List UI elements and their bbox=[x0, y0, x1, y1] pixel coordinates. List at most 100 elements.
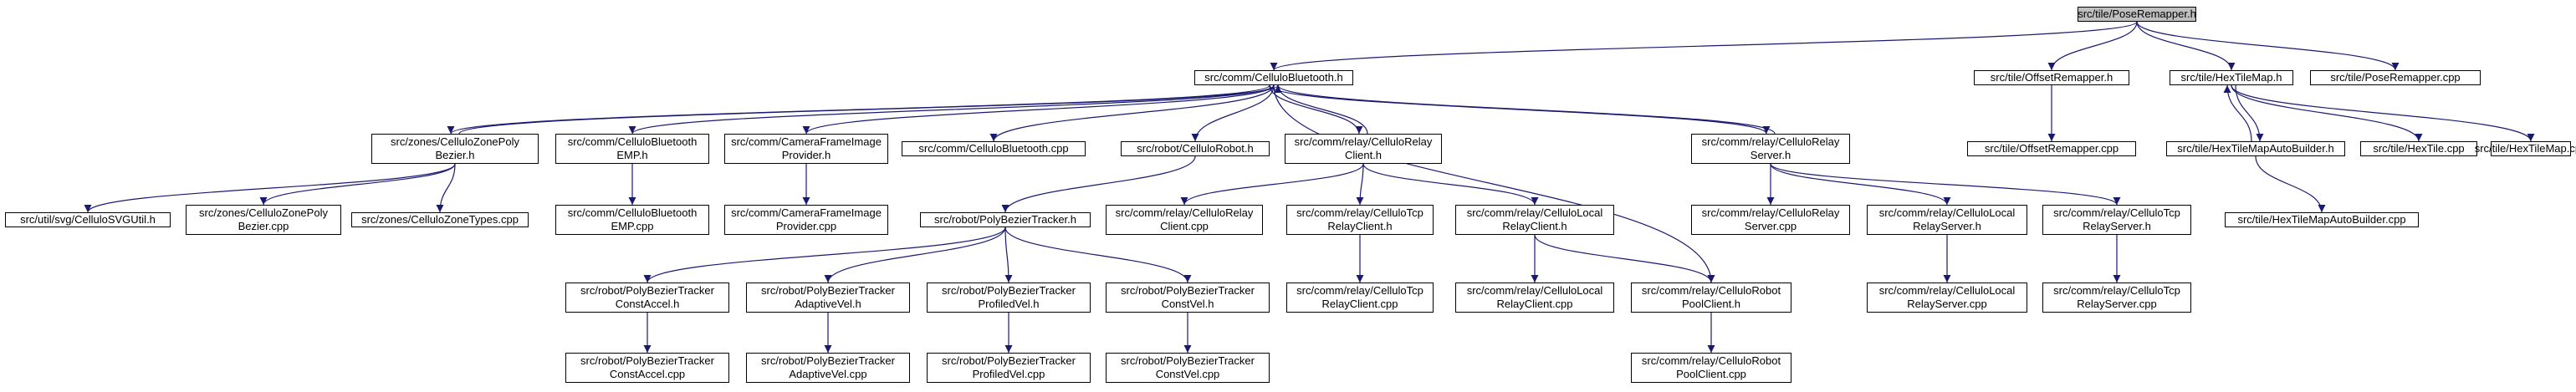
edge-hex-tile-map-auto-builder-h-to-hex-tile-map-h bbox=[2223, 84, 2252, 142]
node-cellulo-bluetooth-cpp[interactable]: src/comm/CelluloBluetooth.cpp bbox=[902, 141, 1086, 156]
node-cellulo-robot-pool-client-cpp[interactable]: src/comm/relay/CelluloRobot PoolClient.c… bbox=[1631, 353, 1791, 383]
node-offset-remapper-h[interactable]: src/tile/OffsetRemapper.h bbox=[1974, 70, 2129, 85]
node-label: src/comm/CelluloBluetooth.h bbox=[1204, 71, 1343, 84]
node-cellulo-robot-pool-client-h[interactable]: src/comm/relay/CelluloRobot PoolClient.h bbox=[1631, 283, 1791, 313]
node-label-line-1: src/comm/relay/CelluloTcp bbox=[2053, 206, 2180, 219]
node-offset-remapper-cpp[interactable]: src/tile/OffsetRemapper.cpp bbox=[1967, 141, 2136, 156]
node-label-line-1: src/comm/relay/CelluloRobot bbox=[1641, 284, 1781, 297]
node-cellulo-tcp-relay-server-h[interactable]: src/comm/relay/CelluloTcp RelayServer.h bbox=[2042, 205, 2191, 235]
node-tracker-const-vel-cpp[interactable]: src/robot/PolyBezierTracker ConstVel.cpp bbox=[1106, 353, 1270, 383]
edge-hex-tile-map-h-to-hex-tile-map-cpp bbox=[2231, 84, 2535, 142]
node-cellulo-svg-util-h[interactable]: src/util/svg/CelluloSVGUtil.h bbox=[5, 212, 171, 227]
node-label-line-2: RelayClient.cpp bbox=[1496, 298, 1573, 310]
node-tracker-adaptive-vel-cpp[interactable]: src/robot/PolyBezierTracker AdaptiveVel.… bbox=[746, 353, 910, 383]
node-tracker-adaptive-vel-h[interactable]: src/robot/PolyBezierTracker AdaptiveVel.… bbox=[746, 283, 910, 313]
node-label: src/tile/HexTileMap.h bbox=[2180, 71, 2282, 84]
edge-cellulo-relay-client-h-to-cellulo-relay-client-cpp bbox=[1180, 163, 1364, 206]
node-tracker-const-vel-h[interactable]: src/robot/PolyBezierTracker ConstVel.h bbox=[1106, 283, 1270, 313]
node-cellulo-relay-client-h[interactable]: src/comm/relay/CelluloRelay Client.h bbox=[1285, 134, 1442, 164]
node-label-line-2: RelayClient.cpp bbox=[1321, 298, 1398, 310]
edge-poly-bezier-tracker-h-to-tracker-const-accel-h bbox=[643, 227, 1006, 283]
edge-pose-remapper-h-to-offset-remapper-h bbox=[2047, 21, 2138, 71]
node-label-line-1: src/comm/CelluloBluetooth bbox=[567, 206, 698, 219]
node-label: src/tile/PoseRemapper.h bbox=[2078, 8, 2196, 20]
node-cellulo-bluetooth-emp-h[interactable]: src/comm/CelluloBluetooth EMP.h bbox=[555, 134, 709, 164]
node-cellulo-tcp-relay-server-cpp[interactable]: src/comm/relay/CelluloTcp RelayServer.cp… bbox=[2042, 283, 2191, 313]
node-cellulo-local-relay-client-h[interactable]: src/comm/relay/CelluloLocal RelayClient.… bbox=[1455, 205, 1614, 235]
node-cellulo-zone-poly-bezier-h[interactable]: src/zones/CelluloZonePoly Bezier.h bbox=[371, 134, 539, 164]
node-tracker-profiled-vel-h[interactable]: src/robot/PolyBezierTracker ProfiledVel.… bbox=[927, 283, 1091, 313]
node-label-line-1: src/robot/PolyBezierTracker bbox=[942, 354, 1076, 367]
node-cellulo-relay-server-h[interactable]: src/comm/relay/CelluloRelay Server.h bbox=[1691, 134, 1850, 164]
node-label-line-1: src/comm/relay/CelluloRelay bbox=[1701, 206, 1840, 219]
node-label: src/tile/PoseRemapper.cpp bbox=[2330, 71, 2461, 84]
node-poly-bezier-tracker-h[interactable]: src/robot/PolyBezierTracker.h bbox=[920, 212, 1091, 227]
node-label: src/tile/OffsetRemapper.cpp bbox=[1984, 142, 2119, 155]
node-cellulo-bluetooth-emp-cpp[interactable]: src/comm/CelluloBluetooth EMP.cpp bbox=[555, 205, 709, 235]
node-cellulo-zone-types-cpp[interactable]: src/zones/CelluloZoneTypes.cpp bbox=[351, 212, 529, 227]
node-label-line-1: src/zones/CelluloZonePoly bbox=[199, 206, 328, 219]
edge-cellulo-relay-client-h-to-cellulo-local-relay-client-h bbox=[1362, 163, 1539, 206]
node-label-line-1: src/robot/PolyBezierTracker bbox=[1121, 354, 1255, 367]
node-label-line-2: ProfiledVel.cpp bbox=[972, 368, 1045, 380]
node-tracker-const-accel-h[interactable]: src/robot/PolyBezierTracker ConstAccel.h bbox=[565, 283, 729, 313]
node-camera-frame-image-provider-h[interactable]: src/comm/CameraFrameImage Provider.h bbox=[724, 134, 888, 164]
edge-poly-bezier-tracker-h-to-tracker-adaptive-vel-h bbox=[824, 227, 1006, 283]
node-label-line-1: src/comm/CameraFrameImage bbox=[731, 206, 882, 219]
node-label-line-1: src/robot/PolyBezierTracker bbox=[580, 284, 714, 297]
edge-cellulo-zone-poly-bezier-h-to-cellulo-svg-util-h bbox=[84, 163, 456, 213]
node-cellulo-tcp-relay-client-h[interactable]: src/comm/relay/CelluloTcp RelayClient.h bbox=[1286, 205, 1434, 235]
node-pose-remapper-h[interactable]: src/tile/PoseRemapper.h bbox=[2078, 7, 2196, 22]
node-label-line-1: src/robot/PolyBezierTracker bbox=[1121, 284, 1255, 297]
node-label-line-2: Client.h bbox=[1344, 149, 1383, 161]
edge-cellulo-local-relay-client-h-to-cellulo-robot-pool-client-h bbox=[1534, 234, 1715, 283]
node-label: src/tile/HexTile.cpp bbox=[2373, 142, 2465, 155]
node-hex-tile-map-auto-builder-cpp[interactable]: src/tile/HexTileMapAutoBuilder.cpp bbox=[2225, 212, 2419, 227]
node-label-line-2: Server.h bbox=[1750, 149, 1791, 161]
node-label-line-1: src/comm/relay/CelluloRelay bbox=[1294, 135, 1433, 148]
node-hex-tile-cpp[interactable]: src/tile/HexTile.cpp bbox=[2360, 141, 2477, 156]
node-label-line-1: src/comm/CameraFrameImage bbox=[731, 135, 882, 148]
node-tracker-profiled-vel-cpp[interactable]: src/robot/PolyBezierTracker ProfiledVel.… bbox=[927, 353, 1091, 383]
node-tracker-const-accel-cpp[interactable]: src/robot/PolyBezierTracker ConstAccel.c… bbox=[565, 353, 729, 383]
node-label-line-1: src/comm/relay/CelluloLocal bbox=[1466, 206, 1603, 219]
edge-cellulo-relay-client-h-to-cellulo-tcp-relay-client-h bbox=[1356, 163, 1364, 206]
edge-cellulo-robot-h-to-poly-bezier-tracker-h bbox=[1001, 155, 1196, 213]
edge-cellulo-zone-poly-bezier-h-to-cellulo-bluetooth-h bbox=[458, 84, 1282, 135]
node-cellulo-relay-client-cpp[interactable]: src/comm/relay/CelluloRelay Client.cpp bbox=[1106, 205, 1263, 235]
edge-cellulo-zone-poly-bezier-h-to-cellulo-zone-types-cpp bbox=[436, 163, 456, 213]
node-hex-tile-map-auto-builder-h[interactable]: src/tile/HexTileMapAutoBuilder.h bbox=[2166, 141, 2345, 156]
node-label-line-1: src/comm/relay/CelluloRobot bbox=[1641, 354, 1781, 367]
node-cellulo-local-relay-server-h[interactable]: src/comm/relay/CelluloLocal RelayServer.… bbox=[1867, 205, 2027, 235]
node-cellulo-zone-poly-bezier-cpp[interactable]: src/zones/CelluloZonePoly Bezier.cpp bbox=[186, 205, 341, 235]
node-pose-remapper-cpp[interactable]: src/tile/PoseRemapper.cpp bbox=[2310, 70, 2481, 85]
edge-cellulo-relay-server-h-to-cellulo-local-relay-server-h bbox=[1770, 163, 1951, 206]
node-label-line-2: Bezier.h bbox=[435, 149, 475, 161]
edge-cellulo-bluetooth-h-to-cellulo-relay-client-h bbox=[1269, 84, 1363, 135]
node-label-line-1: src/robot/PolyBezierTracker bbox=[580, 354, 714, 367]
node-hex-tile-map-cpp[interactable]: src/tile/HexTileMap.cpp bbox=[2475, 141, 2576, 156]
node-hex-tile-map-h[interactable]: src/tile/HexTileMap.h bbox=[2170, 70, 2293, 85]
edge-hex-tile-map-auto-builder-h-to-hex-tile-map-auto-builder-cpp bbox=[2255, 155, 2326, 213]
node-label-line-2: Provider.h bbox=[781, 149, 831, 161]
node-cellulo-bluetooth-h[interactable]: src/comm/CelluloBluetooth.h bbox=[1194, 70, 1353, 85]
edge-cellulo-bluetooth-h-to-cellulo-robot-h bbox=[1191, 84, 1275, 142]
node-cellulo-tcp-relay-client-cpp[interactable]: src/comm/relay/CelluloTcp RelayClient.cp… bbox=[1286, 283, 1434, 313]
node-camera-frame-image-provider-cpp[interactable]: src/comm/CameraFrameImage Provider.cpp bbox=[724, 205, 888, 235]
node-label: src/robot/CelluloRobot.h bbox=[1137, 142, 1254, 155]
node-label-line-2: ConstAccel.cpp bbox=[609, 368, 686, 380]
node-label: src/tile/OffsetRemapper.h bbox=[1990, 71, 2113, 84]
edge-pose-remapper-h-to-hex-tile-map-h bbox=[2136, 21, 2236, 71]
node-cellulo-relay-server-cpp[interactable]: src/comm/relay/CelluloRelay Server.cpp bbox=[1691, 205, 1850, 235]
node-label-line-2: Server.cpp bbox=[1744, 220, 1797, 232]
node-label-line-1: src/comm/relay/CelluloLocal bbox=[1466, 284, 1603, 297]
node-label-line-1: src/comm/relay/CelluloTcp bbox=[1296, 284, 1423, 297]
node-cellulo-robot-h[interactable]: src/robot/CelluloRobot.h bbox=[1121, 141, 1270, 156]
node-cellulo-local-relay-client-cpp[interactable]: src/comm/relay/CelluloLocal RelayClient.… bbox=[1455, 283, 1614, 313]
node-label: src/comm/CelluloBluetooth.cpp bbox=[918, 142, 1069, 155]
node-label-line-2: Client.cpp bbox=[1160, 220, 1209, 232]
node-label-line-2: EMP.h bbox=[616, 149, 648, 161]
node-label: src/tile/HexTileMap.cpp bbox=[2474, 142, 2576, 155]
node-cellulo-local-relay-server-cpp[interactable]: src/comm/relay/CelluloLocal RelayServer.… bbox=[1867, 283, 2027, 313]
